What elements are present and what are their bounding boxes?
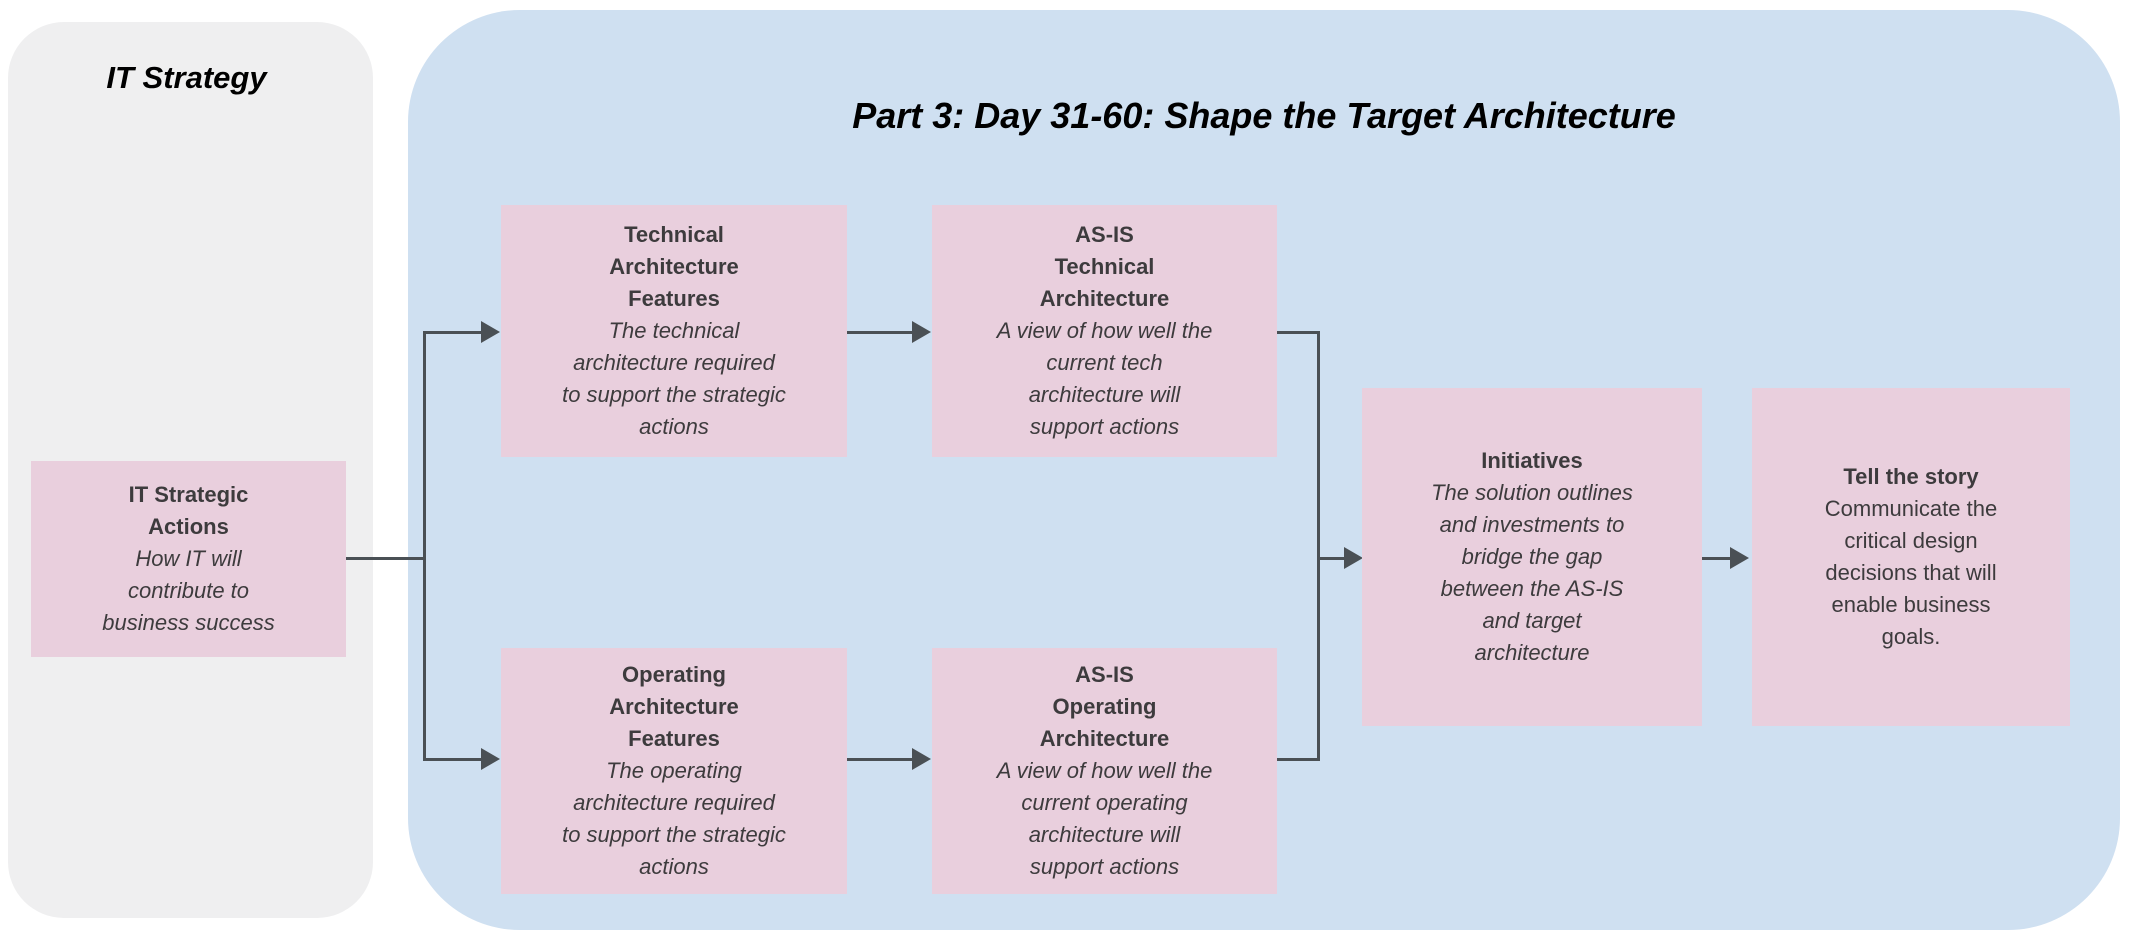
node-technical-architecture-features[interactable]: Technical Architecture Features The tech…: [501, 205, 847, 457]
node-tell-the-story[interactable]: Tell the story Communicate the critical …: [1752, 388, 2070, 726]
node-asis-operating-architecture-title: AS-IS Operating Architecture: [1039, 662, 1170, 751]
node-asis-technical-architecture[interactable]: AS-IS Technical Architecture A view of h…: [932, 205, 1277, 457]
node-technical-architecture-features-desc: The technical architecture required to s…: [562, 318, 786, 439]
edge-split-spine: [423, 332, 426, 760]
arrowhead-to-tech-features: [481, 321, 500, 343]
arrowhead-to-asis-ops: [912, 748, 931, 770]
edge-merge-to-initiatives: [1317, 557, 1347, 560]
node-operating-architecture-features-title: Operating Architecture Features: [609, 662, 739, 751]
edge-split-to-ops-features: [423, 758, 481, 761]
panel-it-strategy-title: IT Strategy: [106, 60, 267, 95]
panel-part3-title: Part 3: Day 31-60: Shape the Target Arch…: [852, 95, 1676, 136]
node-initiatives-title: Initiatives: [1481, 448, 1583, 473]
node-operating-architecture-features[interactable]: Operating Architecture Features The oper…: [501, 648, 847, 894]
node-it-strategic-actions-desc: How IT will contribute to business succe…: [102, 546, 275, 635]
edge-asis-tech-to-merge: [1277, 331, 1320, 334]
node-initiatives-desc: The solution outlines and investments to…: [1431, 480, 1633, 665]
edge-strategic-actions-to-split: [346, 557, 426, 560]
edge-initiatives-to-tell-story: [1702, 557, 1732, 560]
node-asis-technical-architecture-desc: A view of how well the current tech arch…: [996, 318, 1213, 439]
edge-asis-ops-to-merge: [1277, 758, 1320, 761]
edge-split-to-tech-features: [423, 331, 481, 334]
node-it-strategic-actions[interactable]: IT Strategic Actions How IT will contrib…: [31, 461, 346, 657]
node-operating-architecture-features-desc: The operating architecture required to s…: [562, 758, 786, 879]
node-asis-operating-architecture-desc: A view of how well the current operating…: [996, 758, 1213, 879]
edge-tech-features-to-asis-tech: [847, 331, 912, 334]
arrowhead-to-asis-tech: [912, 321, 931, 343]
arrowhead-to-initiatives: [1344, 547, 1363, 569]
arrowhead-to-ops-features: [481, 748, 500, 770]
node-it-strategic-actions-title: IT Strategic Actions: [128, 482, 249, 539]
arrowhead-to-tell-story: [1730, 547, 1749, 569]
node-asis-operating-architecture[interactable]: AS-IS Operating Architecture A view of h…: [932, 648, 1277, 894]
edge-ops-features-to-asis-ops: [847, 758, 912, 761]
node-tell-the-story-desc: Communicate the critical design decision…: [1824, 496, 1998, 649]
node-initiatives[interactable]: Initiatives The solution outlines and in…: [1362, 388, 1702, 726]
node-technical-architecture-features-title: Technical Architecture Features: [609, 222, 739, 311]
edge-merge-spine: [1317, 331, 1320, 761]
node-asis-technical-architecture-title: AS-IS Technical Architecture: [1039, 222, 1170, 311]
node-tell-the-story-title: Tell the story: [1843, 464, 1979, 489]
